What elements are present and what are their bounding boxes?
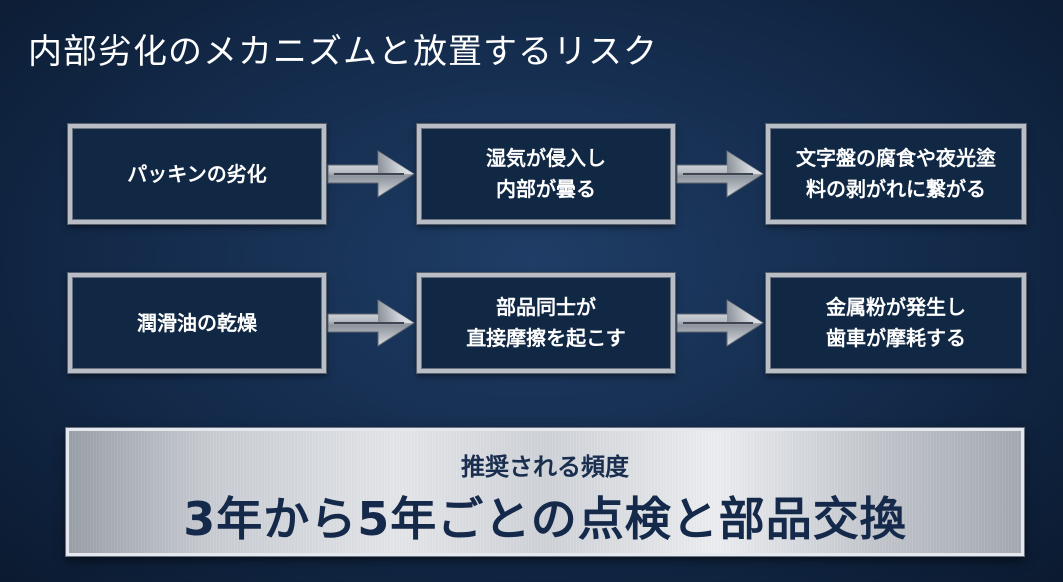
step-packing-deterioration: パッキンの劣化 <box>68 124 326 224</box>
metallic-right-arrow-icon <box>327 150 415 198</box>
step-oil-drying: 潤滑油の乾燥 <box>68 273 326 373</box>
recommendation-main: 3年から5年ごとの点検と部品交換 <box>183 492 907 546</box>
recommendation-subtitle: 推奨される頻度 <box>461 453 629 481</box>
recommendation-panel: 推奨される頻度 3年から5年ごとの点検と部品交換 <box>66 428 1024 556</box>
metallic-right-arrow-icon <box>327 299 415 347</box>
step-moisture-fog: 湿気が侵入し 内部が曇る <box>417 124 675 224</box>
step-direct-friction: 部品同士が 直接摩擦を起こす <box>417 273 675 373</box>
page-title: 内部劣化のメカニズムと放置するリスク <box>28 32 658 72</box>
flow-row-packing: パッキンの劣化 湿気が侵入し 内部が曇る 文字盤の腐食や夜光塗 料の剥がれに繋が… <box>0 124 1063 228</box>
step-gear-wear: 金属粉が発生し 歯車が摩耗する <box>766 273 1026 373</box>
flow-row-lubricant: 潤滑油の乾燥 部品同士が 直接摩擦を起こす 金属粉が発生し 歯車が摩耗する <box>0 273 1063 377</box>
metallic-right-arrow-icon <box>676 299 764 347</box>
metallic-right-arrow-icon <box>676 150 764 198</box>
step-dial-corrosion: 文字盤の腐食や夜光塗 料の剥がれに繋がる <box>766 124 1026 224</box>
